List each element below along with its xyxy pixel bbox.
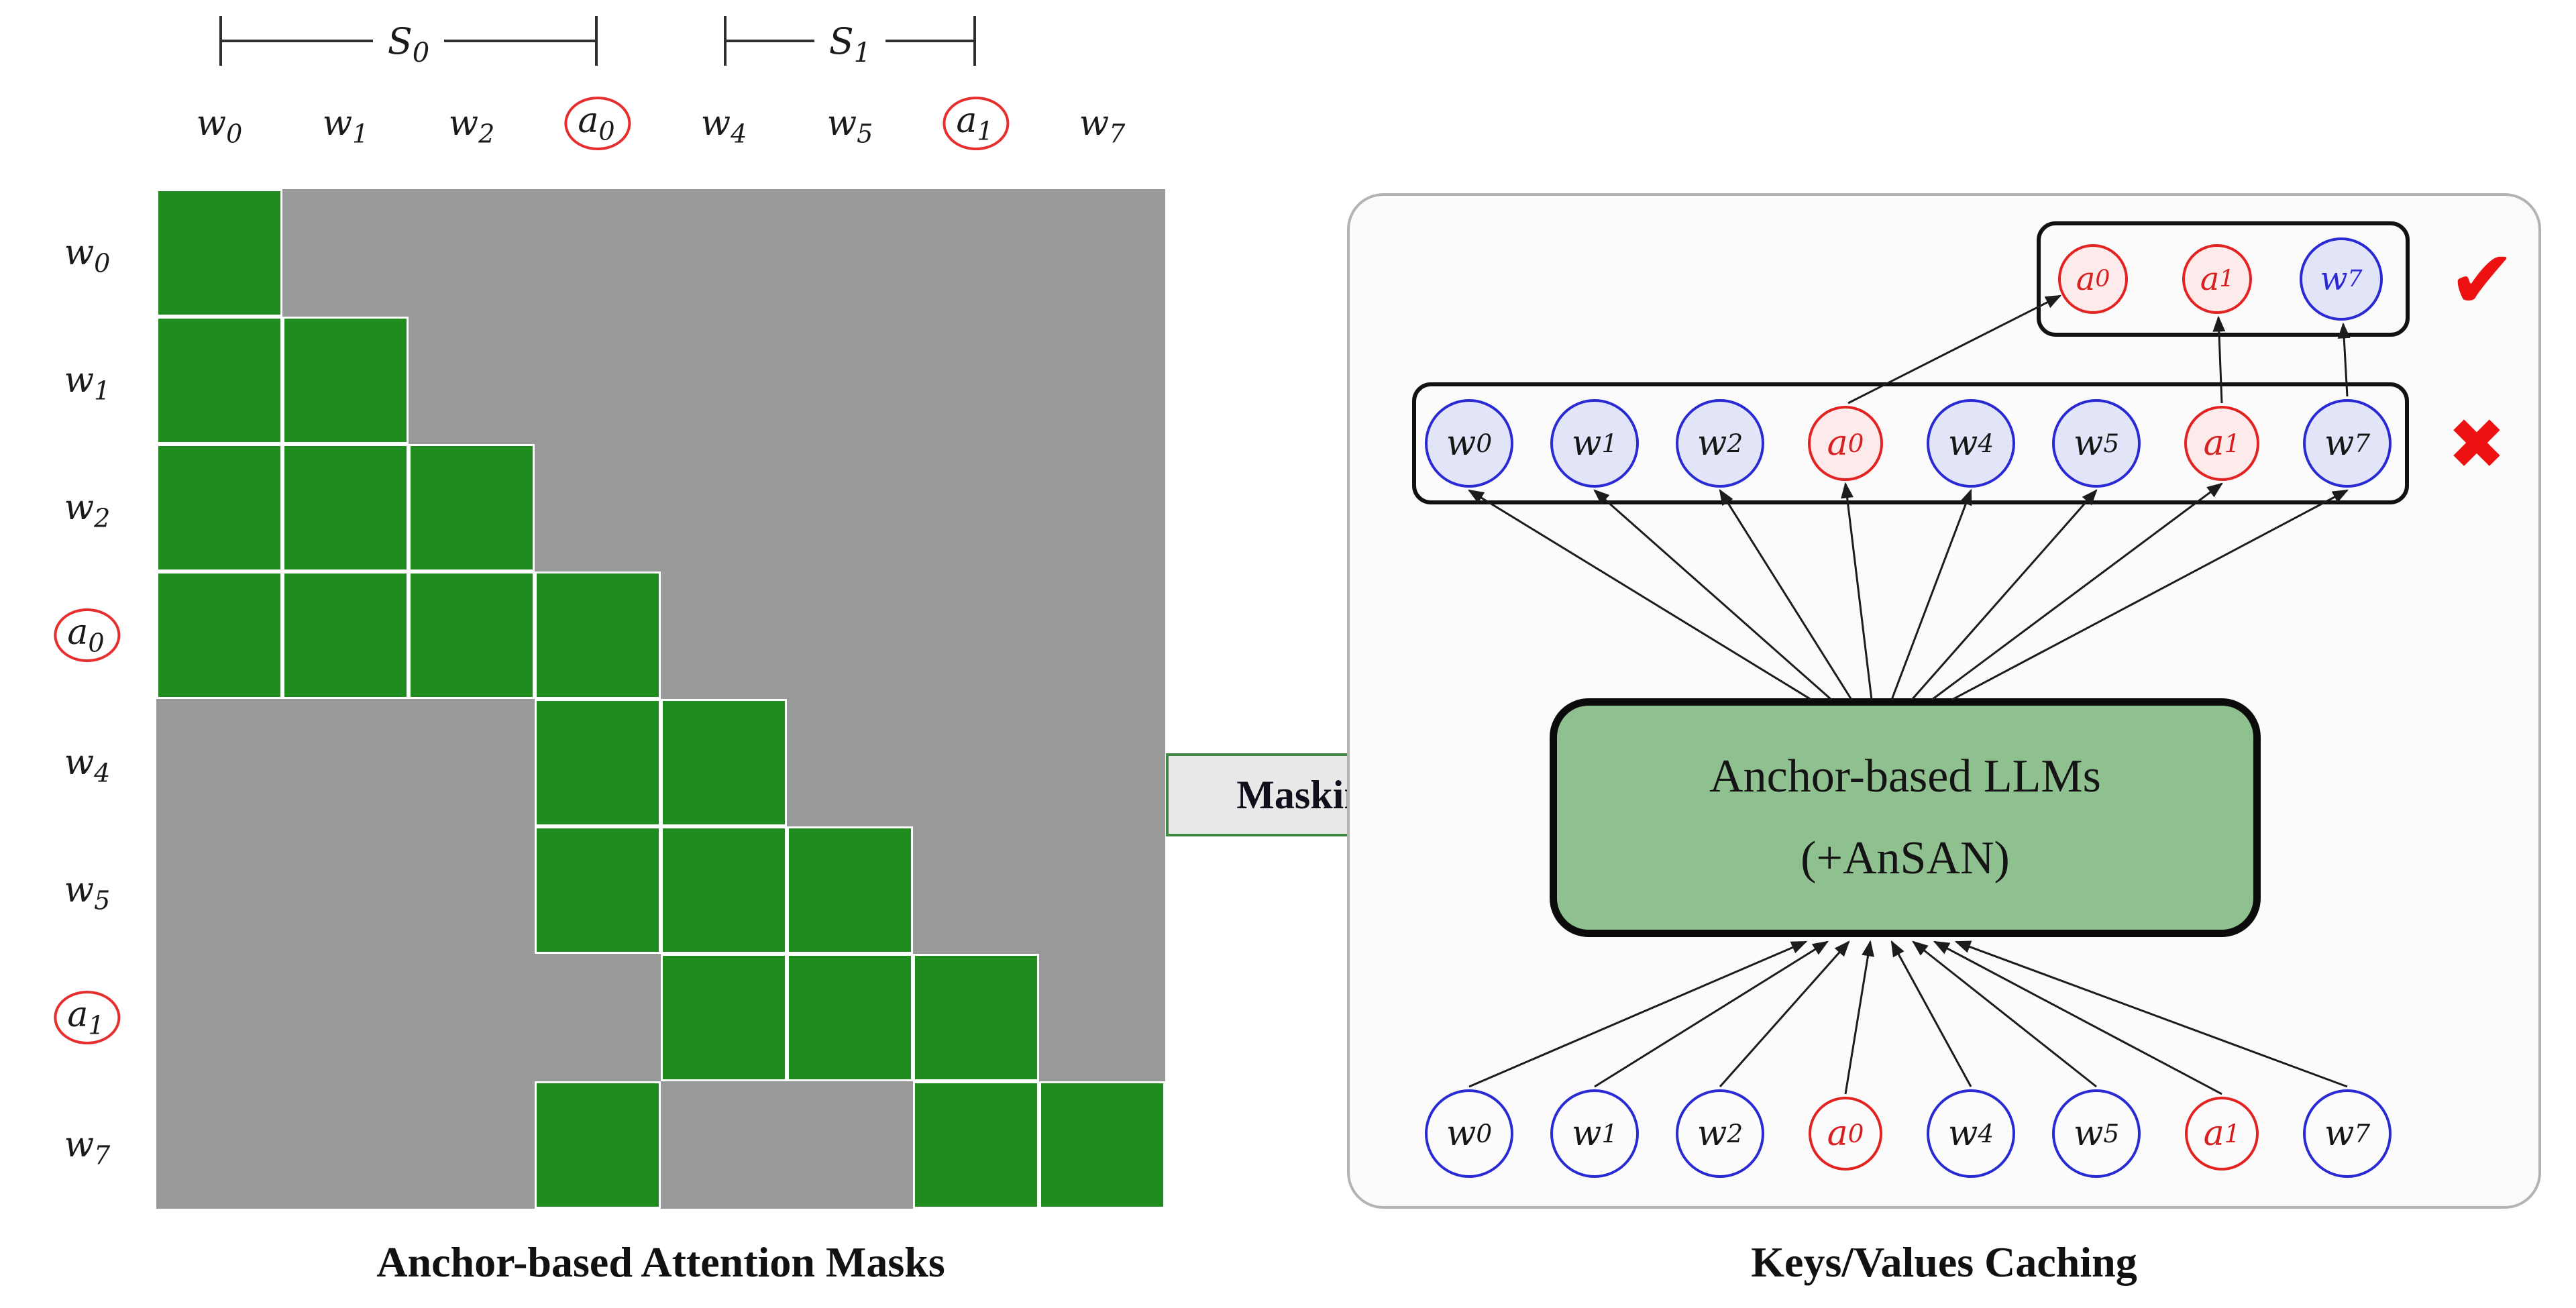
right-caption: Keys/Values Caching: [1751, 1238, 2137, 1286]
mask-cell-r2-c2: [409, 444, 535, 571]
mask-cell-r6-c5: [787, 954, 913, 1081]
row-label-w1: w1: [64, 360, 111, 406]
mask-cell-r5-c3: [535, 826, 661, 954]
mask-cell-r3-c3: [535, 571, 661, 699]
mask-cell-r3-c0: [156, 571, 282, 699]
mask-cell-r4-c3: [535, 699, 661, 826]
span-marker-S1: S1: [724, 16, 977, 68]
mask-cell-r5-c5: [787, 826, 913, 954]
cross-icon: ✖: [2447, 403, 2506, 485]
check-icon: ✔: [2448, 233, 2516, 327]
row-label-w0: w0: [64, 233, 111, 278]
mask-cell-r1-c0: [156, 317, 282, 444]
mask-cell-r6-c6: [913, 954, 1039, 1081]
cached-tokens-box: [2037, 221, 2410, 337]
mask-cell-r3-c1: [282, 571, 409, 699]
anchor-circle-mark: a0: [54, 608, 121, 662]
col-label-w4: w4: [700, 103, 747, 149]
anchor-circle-mark: a1: [54, 991, 121, 1044]
llm-box-subtitle: (+AnSAN): [1801, 832, 2010, 884]
llm-box-title: Anchor-based LLMs: [1709, 751, 2101, 802]
mask-cell-r7-c6: [913, 1081, 1039, 1209]
span-label: S0: [387, 19, 430, 68]
col-label-w7: w7: [1079, 103, 1126, 149]
mask-cell-r7-c3: [535, 1081, 661, 1209]
col-label-w1: w1: [322, 103, 369, 149]
anchor-circle-mark: a0: [564, 97, 631, 150]
col-label-w2: w2: [448, 103, 495, 149]
anchor-circle-mark: a1: [943, 97, 1010, 150]
mask-cell-r1-c1: [282, 317, 409, 444]
row-label-a1: a1: [54, 991, 121, 1044]
mask-cell-r5-c4: [661, 826, 787, 954]
col-label-a1: a1: [943, 97, 1010, 150]
anchor-llm-box: Anchor-based LLMs (+AnSAN): [1550, 698, 2261, 937]
span-marker-S0: S0: [219, 16, 598, 66]
mask-cell-r6-c4: [661, 954, 787, 1081]
span-label: S1: [828, 19, 871, 68]
row-label-a0: a0: [54, 608, 121, 662]
mask-cell-r7-c7: [1039, 1081, 1165, 1209]
mask-cell-r2-c0: [156, 444, 282, 571]
row-label-w7: w7: [64, 1125, 111, 1170]
mask-cell-r0-c0: [156, 189, 282, 317]
left-caption: Anchor-based Attention Masks: [376, 1238, 945, 1286]
mask-cell-r4-c4: [661, 699, 787, 826]
mask-cell-r2-c1: [282, 444, 409, 571]
row-label-w5: w5: [64, 870, 111, 916]
mask-cell-r3-c2: [409, 571, 535, 699]
row-label-w2: w2: [64, 488, 111, 533]
col-label-w0: w0: [196, 103, 243, 149]
col-label-w5: w5: [826, 103, 873, 149]
attention-mask-matrix: [156, 189, 1165, 1209]
row-label-w4: w4: [64, 743, 111, 788]
col-label-a0: a0: [564, 97, 631, 150]
